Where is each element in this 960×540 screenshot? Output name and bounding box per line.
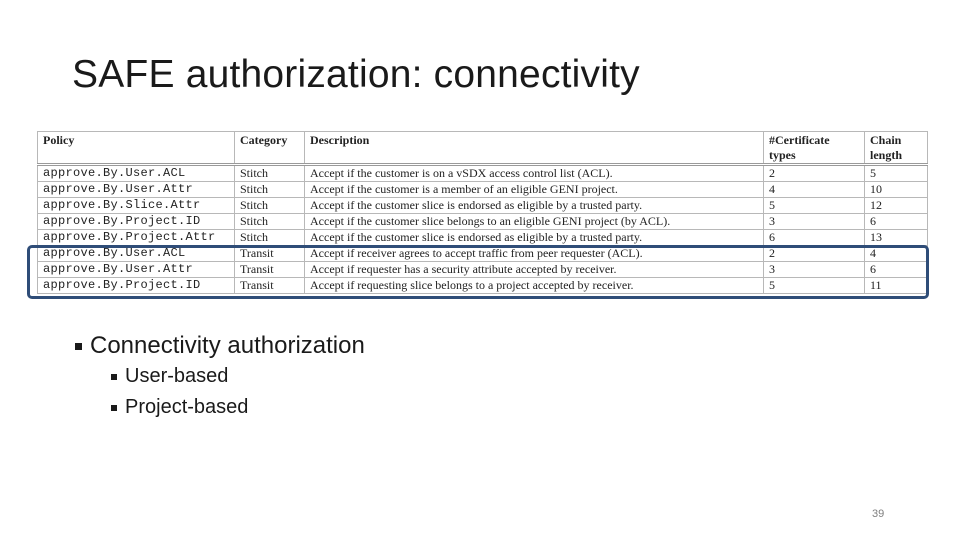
category-cell: Stitch (234, 181, 305, 198)
table-row: approve.By.User.ACL Transit Accept if re… (37, 245, 928, 262)
column-header-policy: Policy (37, 131, 235, 165)
cert-types-cell: 4 (763, 181, 865, 198)
policy-cell: approve.By.User.ACL (37, 245, 235, 262)
policy-cell: approve.By.Project.ID (37, 213, 235, 230)
policy-table: Policy Category Description #Certificate… (37, 131, 928, 294)
category-cell: Stitch (234, 197, 305, 214)
table-row: approve.By.Slice.Attr Stitch Accept if t… (37, 197, 928, 214)
chain-length-cell: 12 (864, 197, 928, 214)
column-header-cert-types: #Certificate types (763, 131, 865, 165)
bullet-text: Project-based (125, 396, 249, 418)
category-cell: Transit (234, 277, 305, 294)
bullet-text: Connectivity authorization (90, 332, 365, 359)
description-cell: Accept if requester has a security attri… (304, 261, 764, 278)
policy-cell: approve.By.Project.Attr (37, 229, 235, 246)
column-header-description: Description (304, 131, 764, 165)
category-cell: Stitch (234, 163, 305, 182)
chain-length-cell: 10 (864, 181, 928, 198)
policy-cell: approve.By.Project.ID (37, 277, 235, 294)
category-cell: Transit (234, 245, 305, 262)
cert-types-cell: 6 (763, 229, 865, 246)
chain-length-cell: 5 (864, 163, 928, 182)
description-cell: Accept if the customer slice is endorsed… (304, 197, 764, 214)
category-cell: Transit (234, 261, 305, 278)
description-cell: Accept if the customer is on a vSDX acce… (304, 163, 764, 182)
description-cell: Accept if the customer slice is endorsed… (304, 229, 764, 246)
chain-length-cell: 6 (864, 261, 928, 278)
page-number: 39 (872, 508, 885, 520)
category-cell: Stitch (234, 213, 305, 230)
bullet-item-sub: User-based (111, 361, 365, 392)
table-row: approve.By.User.Attr Stitch Accept if th… (37, 181, 928, 198)
cert-types-cell: 5 (763, 197, 865, 214)
table-row: approve.By.User.Attr Transit Accept if r… (37, 261, 928, 278)
policy-cell: approve.By.User.ACL (37, 163, 235, 182)
category-cell: Stitch (234, 229, 305, 246)
chain-length-cell: 11 (864, 277, 928, 294)
cert-types-cell: 3 (763, 213, 865, 230)
table-row: approve.By.Project.ID Transit Accept if … (37, 277, 928, 294)
square-bullet-icon (75, 342, 82, 350)
cert-types-cell: 3 (763, 261, 865, 278)
bullet-list: Connectivity authorization User-based Pr… (75, 331, 365, 423)
slide-title: SAFE authorization: connectivity (72, 53, 640, 96)
chain-length-cell: 6 (864, 213, 928, 230)
cert-types-cell: 2 (763, 245, 865, 262)
table-row: approve.By.Project.ID Stitch Accept if t… (37, 213, 928, 230)
bullet-text: User-based (125, 365, 229, 387)
description-cell: Accept if the customer is a member of an… (304, 181, 764, 198)
description-cell: Accept if requesting slice belongs to a … (304, 277, 764, 294)
column-header-category: Category (234, 131, 305, 165)
square-bullet-icon (111, 373, 117, 380)
policy-cell: approve.By.User.Attr (37, 261, 235, 278)
bullet-item-main: Connectivity authorization (75, 331, 365, 361)
policy-cell: approve.By.User.Attr (37, 181, 235, 198)
description-cell: Accept if receiver agrees to accept traf… (304, 245, 764, 262)
cert-types-cell: 5 (763, 277, 865, 294)
table-row: approve.By.Project.Attr Stitch Accept if… (37, 229, 928, 246)
column-header-chain-length: Chain length (864, 131, 928, 165)
table-row: approve.By.User.ACL Stitch Accept if the… (37, 163, 928, 182)
chain-length-cell: 4 (864, 245, 928, 262)
policy-table-container: Policy Category Description #Certificate… (37, 131, 928, 294)
policy-cell: approve.By.Slice.Attr (37, 197, 235, 214)
square-bullet-icon (111, 404, 117, 411)
chain-length-cell: 13 (864, 229, 928, 246)
bullet-item-sub: Project-based (111, 392, 365, 423)
cert-types-cell: 2 (763, 163, 865, 182)
description-cell: Accept if the customer slice belongs to … (304, 213, 764, 230)
table-header-row: Policy Category Description #Certificate… (37, 131, 928, 165)
